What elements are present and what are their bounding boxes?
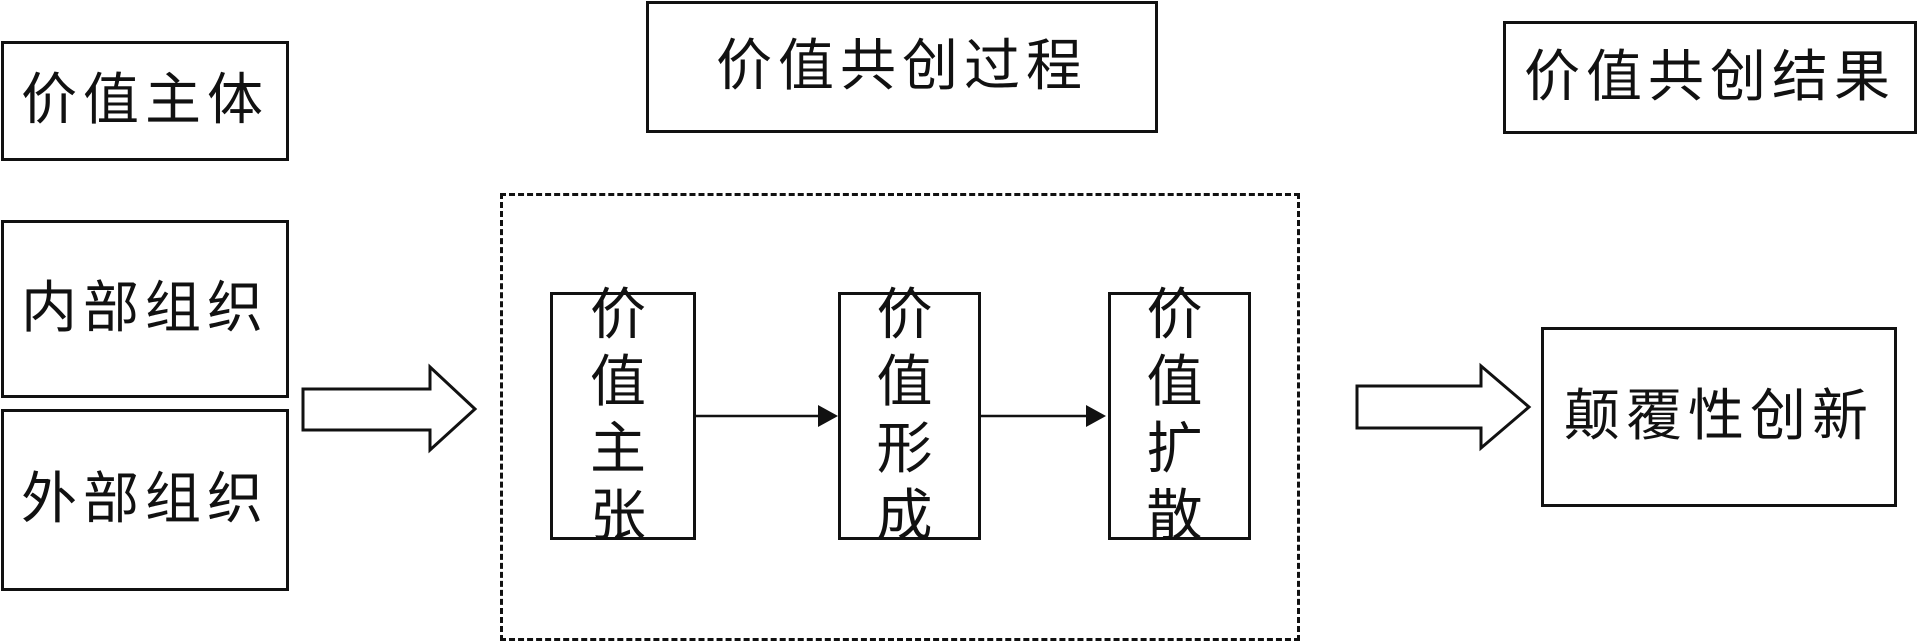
subject-header-label: 价值主体 — [21, 68, 269, 133]
subject-internal-org: 内部组织 — [1, 220, 289, 398]
result-header-label: 价值共创结果 — [1524, 44, 1896, 110]
arrowhead-proposition-to-formation — [818, 405, 838, 427]
block-arrow-subjects-to-process — [301, 363, 478, 454]
process-header: 价值共创过程 — [646, 1, 1158, 133]
result-disruptive-innovation-label: 颠覆性创新 — [1564, 384, 1874, 449]
subject-internal-org-label: 内部组织 — [21, 276, 269, 341]
process-header-label: 价值共创过程 — [716, 34, 1088, 99]
subject-external-org: 外部组织 — [1, 409, 289, 591]
step-value-diffusion: 价值扩散 — [1108, 283, 1251, 549]
step-value-formation: 价值形成 — [838, 283, 981, 549]
block-arrow-process-to-result — [1355, 362, 1532, 452]
subject-external-org-label: 外部组织 — [21, 467, 269, 532]
step-value-proposition-label: 价值主张 — [590, 282, 656, 550]
step-value-proposition: 价值主张 — [550, 283, 696, 549]
step-value-formation-label: 价值形成 — [876, 282, 943, 550]
result-header: 价值共创结果 — [1503, 21, 1917, 134]
arrowhead-formation-to-diffusion — [1086, 405, 1106, 427]
step-value-diffusion-label: 价值扩散 — [1146, 282, 1213, 550]
subject-header: 价值主体 — [1, 41, 289, 161]
result-disruptive-innovation: 颠覆性创新 — [1541, 327, 1897, 507]
